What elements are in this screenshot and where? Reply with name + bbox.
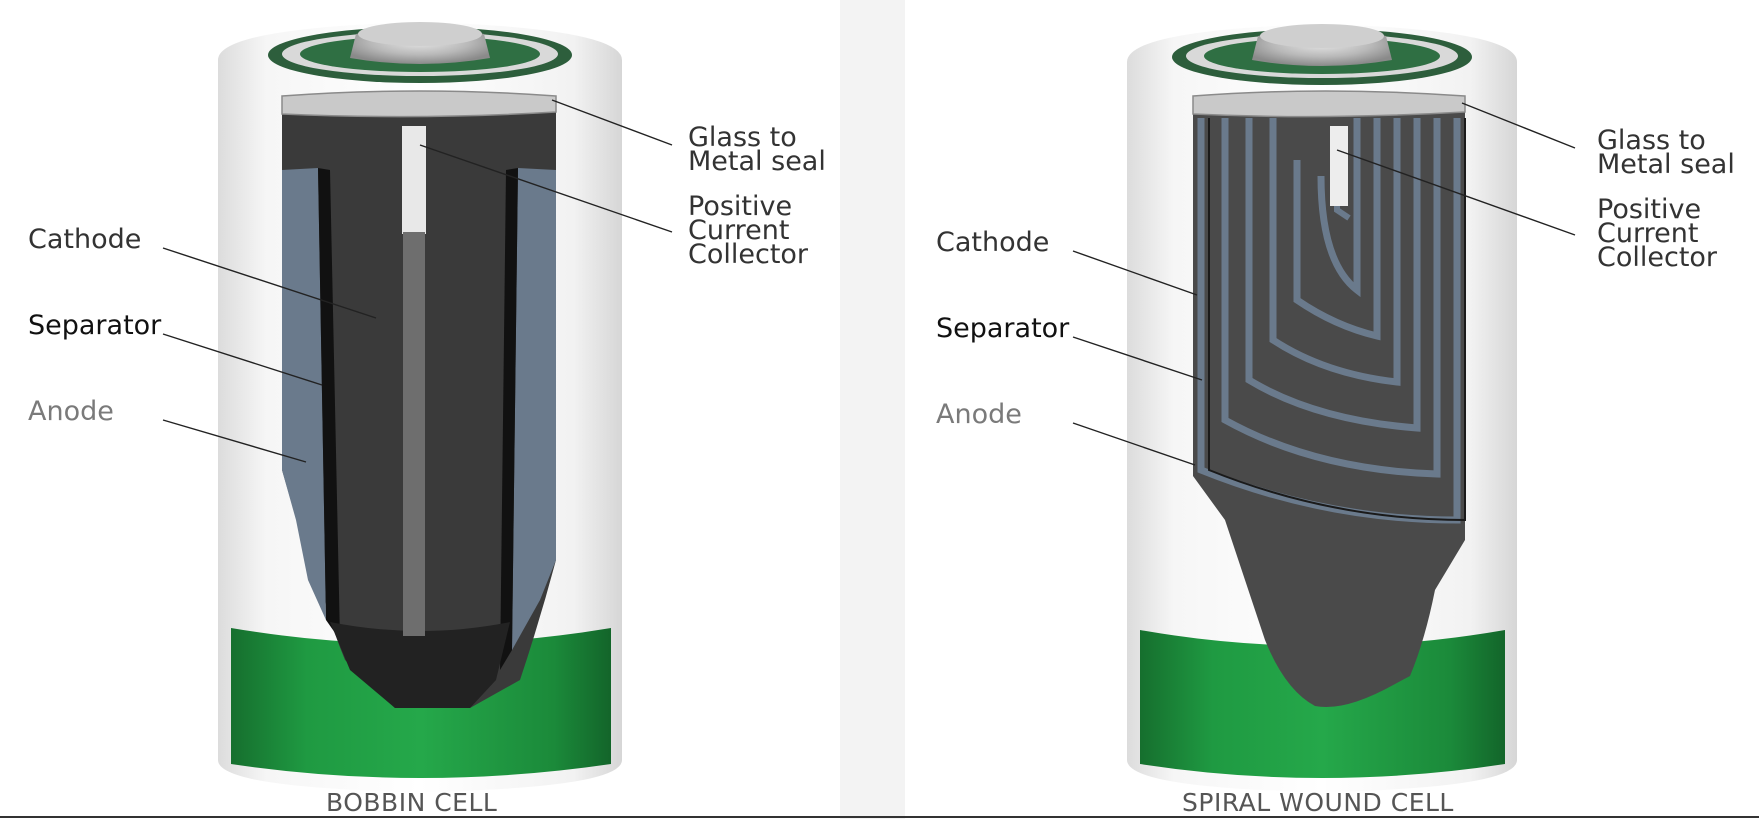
label-line: Current [1597, 218, 1699, 249]
label-cathode: Cathode [28, 224, 142, 255]
label-glass-to-metal-seal: Glass to Metal seal [688, 122, 826, 177]
spiral-wound-cell-panel: Glass to Metal seal Positive Current Col… [905, 0, 1759, 819]
spiral-wound-cell-diagram [1072, 24, 1576, 792]
positive-current-collector [402, 126, 426, 234]
label-glass-to-metal-seal: Glass to Metal seal [1597, 125, 1735, 180]
label-anode: Anode [28, 396, 114, 427]
anode-right [512, 168, 556, 650]
label-separator: Separator [28, 310, 162, 341]
caption-spiral-wound-cell: SPIRAL WOUND CELL [1182, 788, 1454, 817]
caption-bobbin-cell: BOBBIN CELL [326, 788, 498, 817]
bobbin-cell-diagram [162, 22, 673, 792]
label-line: Glass to [688, 122, 797, 153]
label-line: Current [688, 215, 790, 246]
label-line: Collector [688, 239, 809, 270]
label-line: Positive [688, 191, 793, 222]
panel-divider [840, 0, 905, 819]
label-line: Positive [1597, 194, 1702, 225]
anode-left [282, 168, 326, 620]
label-line: Metal seal [688, 146, 826, 177]
label-cathode: Cathode [936, 227, 1050, 258]
label-positive-current-collector: Positive Current Collector [688, 191, 809, 270]
spiral-layers [1197, 118, 1466, 524]
label-line: Collector [1597, 242, 1718, 273]
bobbin-cell-panel: Glass to Metal seal Positive Current Col… [0, 0, 840, 819]
glass-to-metal-seal [1192, 90, 1466, 118]
label-line: Glass to [1597, 125, 1706, 156]
leader-lines [1072, 102, 1576, 466]
label-positive-current-collector: Positive Current Collector [1597, 194, 1718, 273]
label-anode: Anode [936, 399, 1022, 430]
leader-lines [162, 99, 673, 463]
positive-current-collector [1330, 126, 1348, 206]
label-line: Metal seal [1597, 149, 1735, 180]
bottom-rule [0, 816, 1759, 818]
label-separator: Separator [936, 313, 1070, 344]
glass-to-metal-seal [281, 90, 557, 118]
